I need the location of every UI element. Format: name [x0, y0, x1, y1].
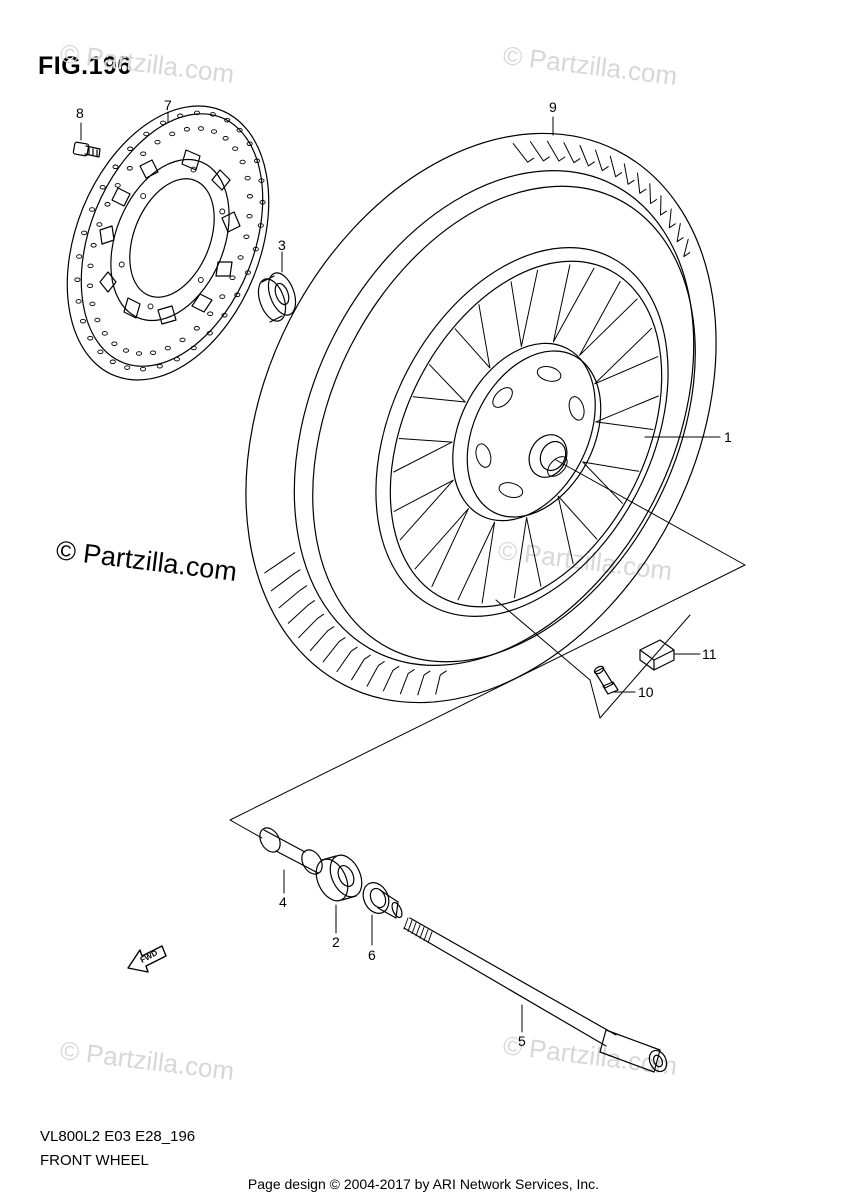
tire [245, 132, 717, 704]
seal [362, 882, 403, 919]
callout-8: 8 [76, 105, 84, 121]
valve-cap [639, 639, 675, 671]
brake-disc [66, 105, 270, 381]
leader-lines [80, 111, 746, 1033]
callout-1: 1 [724, 429, 732, 445]
callout-4: 4 [279, 894, 287, 910]
callout-11: 11 [702, 646, 717, 662]
section-name: FRONT WHEEL [40, 1152, 149, 1169]
spacer [259, 827, 323, 875]
model-code: VL800L2 E03 E28_196 [40, 1128, 196, 1145]
callout-6: 6 [368, 947, 376, 963]
callout-9: 9 [549, 99, 557, 115]
page-credit: Page design © 2004-2017 by ARI Network S… [247, 1176, 600, 1192]
callout-2: 2 [332, 934, 340, 950]
callout-5: 5 [518, 1033, 526, 1049]
callout-3: 3 [278, 237, 286, 253]
axle [403, 917, 668, 1073]
tire-valve [593, 665, 619, 695]
bearing-lower [315, 854, 363, 902]
disc-bolt [72, 141, 101, 158]
bearing-upper [257, 272, 297, 323]
wheel-rim [375, 247, 669, 617]
fwd-arrow-icon [127, 945, 167, 973]
figure-title: FIG.196 [38, 52, 132, 80]
callout-7: 7 [164, 97, 172, 113]
callout-10: 10 [638, 684, 654, 700]
fwd-label: FWD [139, 948, 160, 965]
